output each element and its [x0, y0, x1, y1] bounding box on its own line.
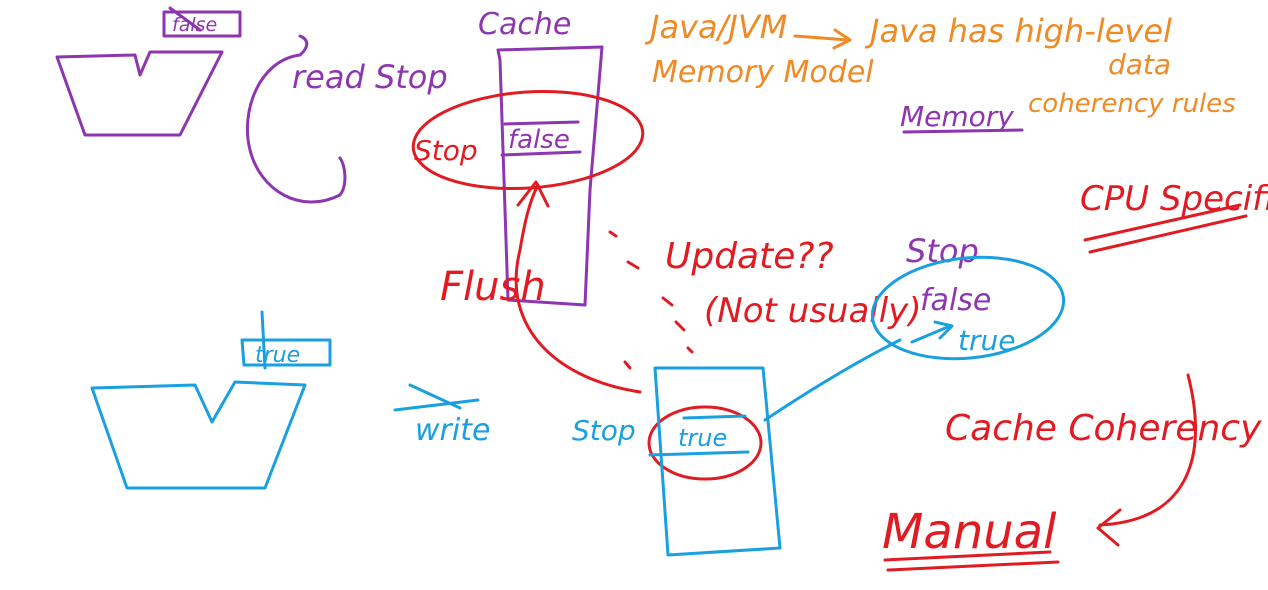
update-label: Update?? [665, 236, 834, 277]
memory-underline [902, 128, 1024, 134]
manual-label: Manual [882, 504, 1057, 560]
memory-stop-key: Stop [906, 232, 979, 270]
flush-arrow [514, 180, 642, 394]
cache1-column [496, 45, 604, 307]
memory-stop-ellipse [870, 255, 1066, 361]
cpu1-register-box [162, 10, 242, 38]
memory-update-arrow [910, 320, 954, 344]
cache1-title: Cache [478, 7, 571, 42]
memory-stop-new: true [958, 324, 1015, 357]
update-dashes [608, 230, 694, 370]
cache1-entry-topline [503, 120, 580, 126]
cache2-key: Stop [572, 414, 636, 447]
cache2-entry-underline [648, 450, 750, 457]
cpu2-value: true [255, 343, 300, 368]
cpu2-shape [90, 380, 307, 490]
memory-label: Memory [900, 100, 1014, 133]
write-strike [393, 383, 480, 412]
manual-underline [883, 550, 1060, 572]
cpu1-value: false [172, 14, 217, 36]
cpu2-register-box [240, 310, 332, 370]
read-stop-label: read Stop [292, 58, 448, 96]
java-arrow [793, 28, 852, 50]
cpu-specific-underline [1083, 203, 1248, 254]
java-data-label: data [1108, 48, 1171, 81]
read-arc [245, 34, 347, 204]
cache2-memory-connector [763, 338, 902, 422]
cpu1-strike [168, 6, 202, 32]
cpu1-shape [55, 50, 224, 137]
not-usually-label: (Not usually) [704, 291, 922, 331]
cache1-entry-underline [500, 150, 582, 157]
memory-model-label: Memory Model [652, 55, 874, 90]
coherency-bracket-arrow [1096, 373, 1197, 547]
cache1-entry-value: false [508, 125, 570, 155]
orange-group: Java/JVM Memory Model Java has high-leve… [644, 8, 1236, 119]
cache2-column [653, 366, 782, 557]
cache2-entry-topline [682, 414, 747, 420]
blue-group: true write Stop true true [90, 255, 1066, 557]
red-group: Stop Flush Update?? (Not usually) CPU Sp… [411, 89, 1268, 572]
memory-stop-old: false [920, 283, 991, 318]
flush-label: Flush [440, 264, 546, 310]
purple-group: false read Stop Cache false Memory Stop … [55, 6, 1024, 318]
write-label: write [415, 413, 490, 448]
coherency-rules-label: coherency rules [1028, 89, 1236, 119]
cache-coherency-label: Cache Coherency [945, 408, 1262, 449]
java-high-level-label: Java has high-level [864, 12, 1172, 50]
cache2-entry-ellipse [647, 405, 763, 481]
java-jvm-label: Java/JVM [644, 8, 787, 46]
cache2-value: true [678, 424, 727, 452]
cpu-specific-label: CPU Specific [1080, 179, 1268, 219]
cache1-entry-key: Stop [414, 134, 478, 167]
